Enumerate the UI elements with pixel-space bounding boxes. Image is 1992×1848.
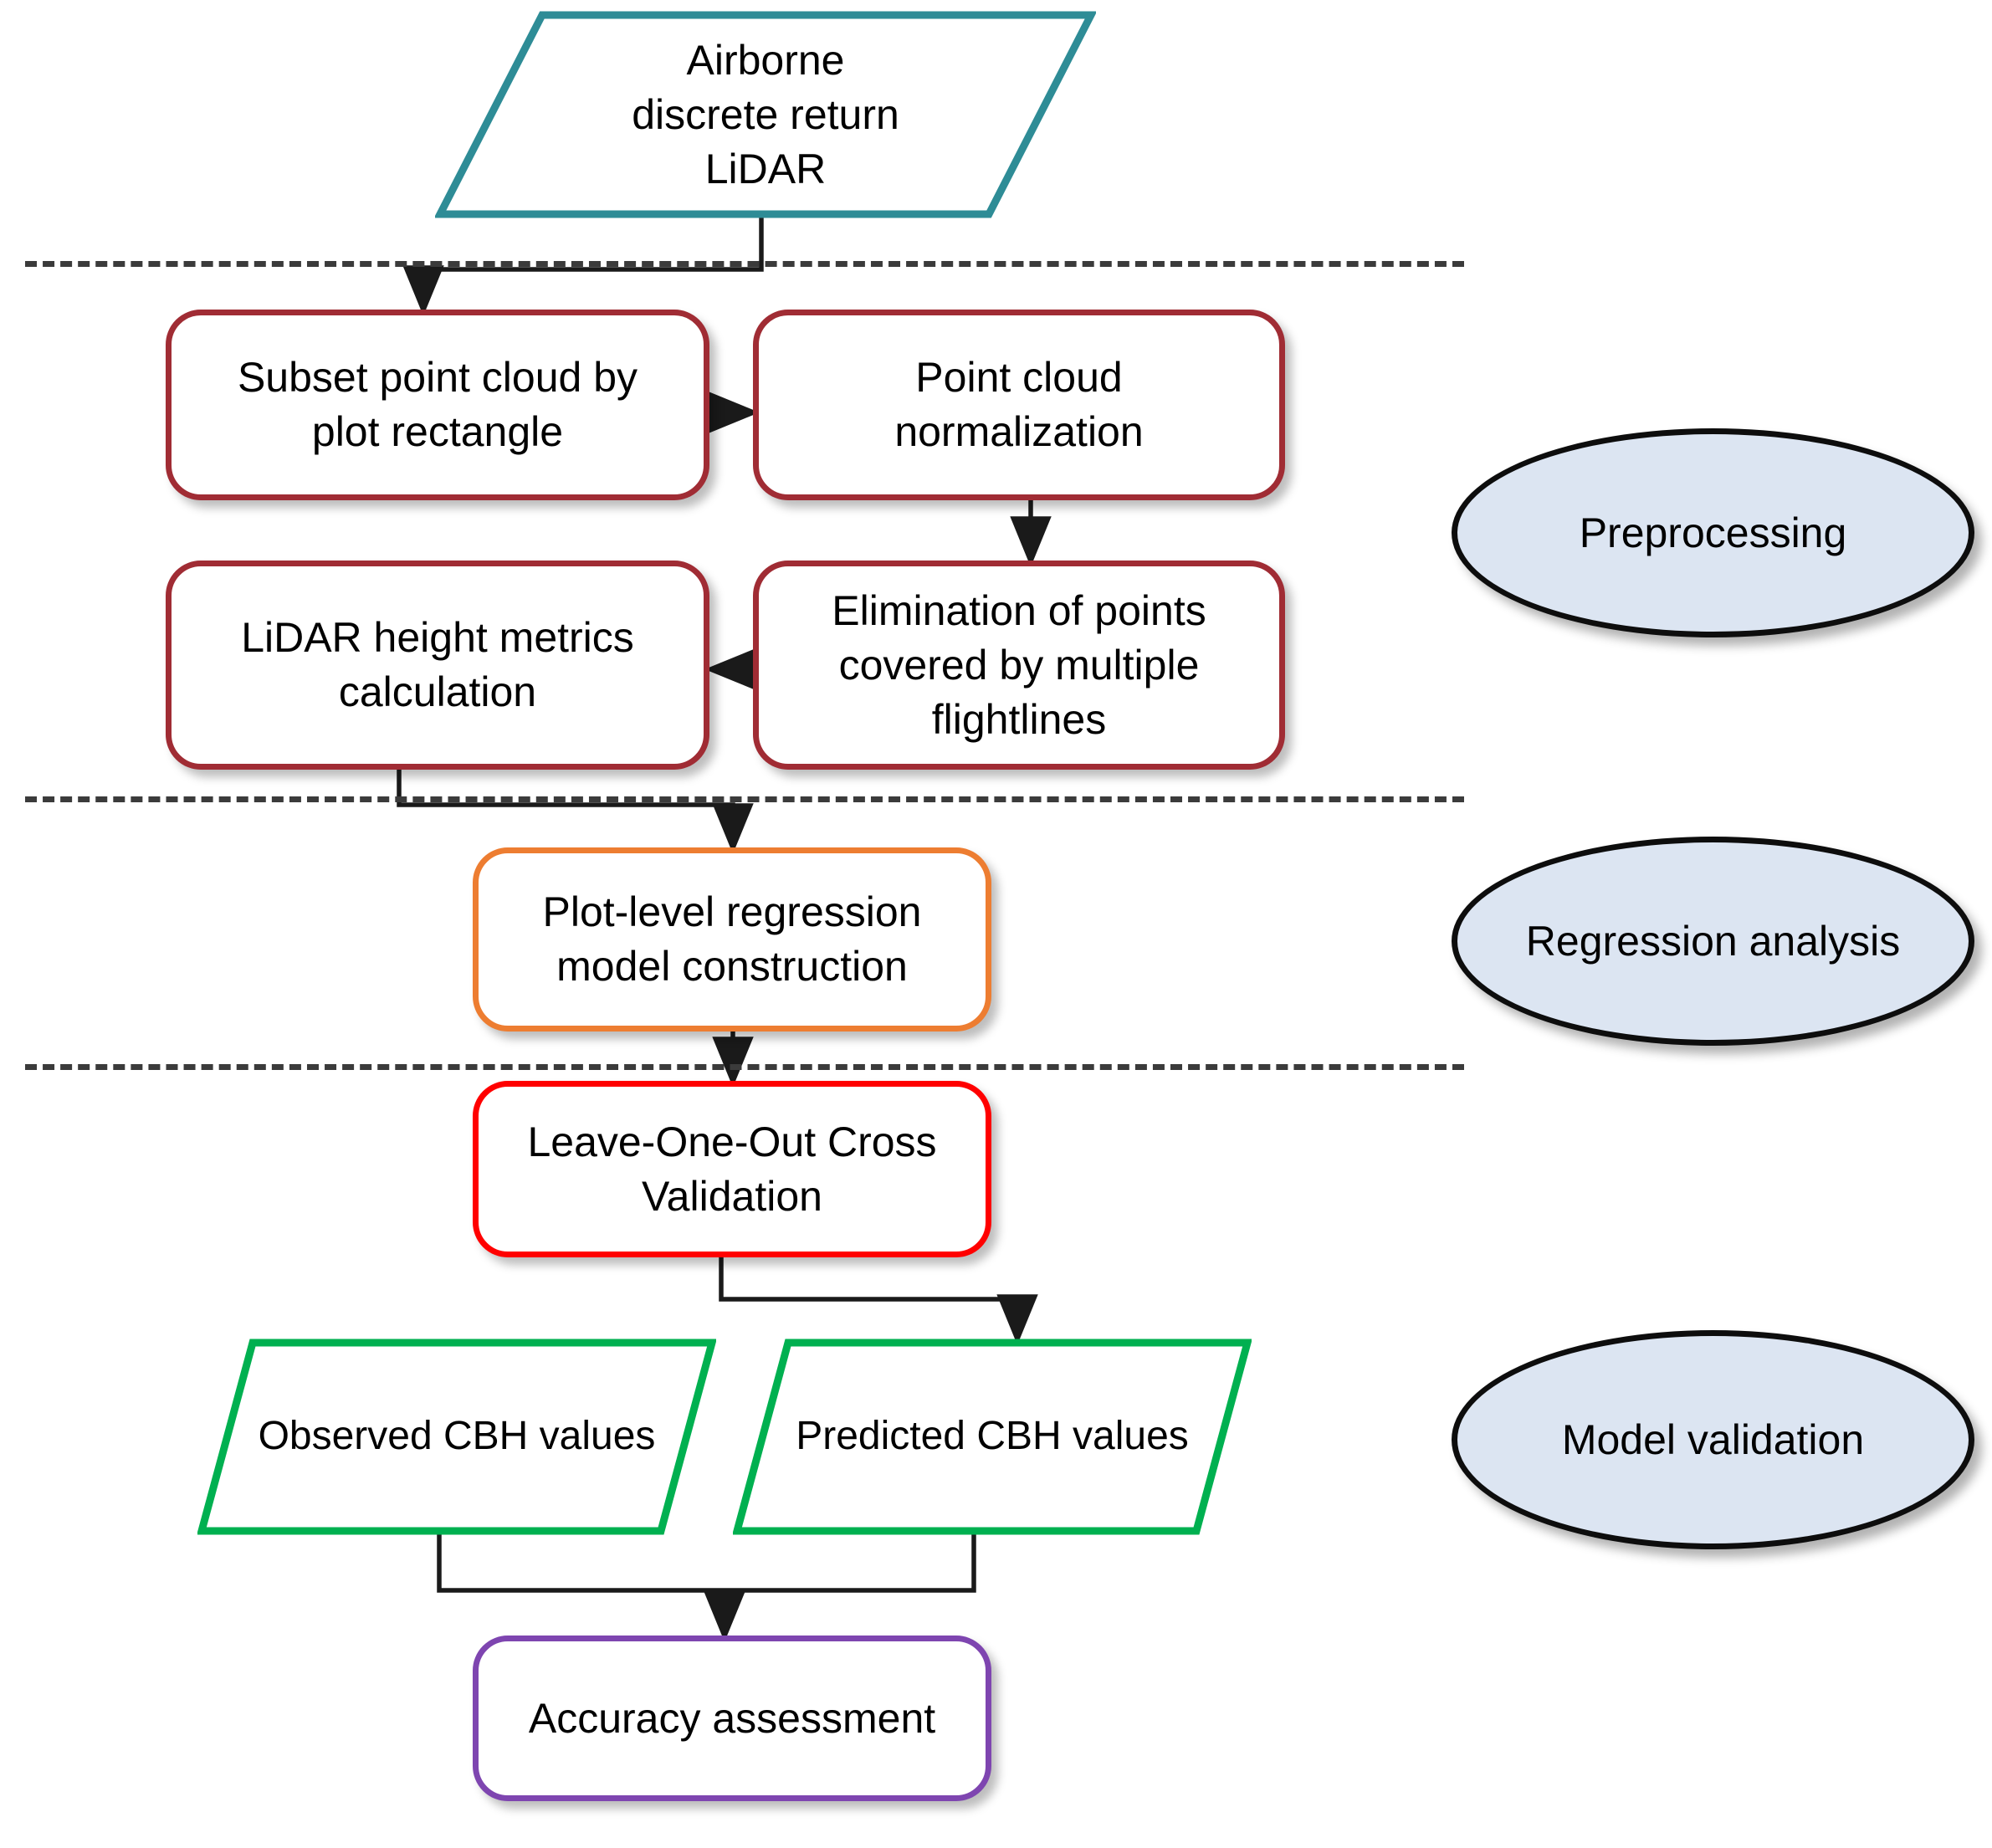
node-subset-point-cloud-label: Subset point cloud by plot rectangle xyxy=(221,351,654,459)
label-line: Validation xyxy=(642,1172,822,1220)
stage-label-model-validation[interactable]: Model validation xyxy=(1452,1330,1974,1549)
label-line: normalization xyxy=(894,408,1144,455)
node-height-metrics[interactable]: LiDAR height metrics calculation xyxy=(166,561,709,770)
node-elimination-points-label: Elimination of points covered by multipl… xyxy=(815,584,1222,747)
label-line: model construction xyxy=(556,943,908,990)
label-line: Plot-level regression xyxy=(542,888,922,935)
node-predicted-cbh-label: Predicted CBH values xyxy=(796,1414,1189,1459)
label-line: Leave-One-Out Cross xyxy=(527,1118,937,1165)
label-line: Airborne xyxy=(686,36,845,84)
node-height-metrics-label: LiDAR height metrics calculation xyxy=(224,611,651,719)
node-elimination-points[interactable]: Elimination of points covered by multipl… xyxy=(753,561,1285,770)
label-line: plot rectangle xyxy=(311,408,564,455)
parallelogram-shape-observed xyxy=(197,1339,716,1535)
node-loocv-label: Leave-One-Out Cross Validation xyxy=(510,1115,953,1224)
label-line: flightlines xyxy=(931,695,1107,743)
node-input-lidar[interactable]: Airborne discrete return LiDAR xyxy=(435,10,1096,219)
stage-label-regression-analysis-text: Regression analysis xyxy=(1525,917,1901,965)
node-regression-model[interactable]: Plot-level regression model construction xyxy=(473,847,991,1032)
stage-label-preprocessing[interactable]: Preprocessing xyxy=(1452,428,1974,637)
node-observed-cbh-label: Observed CBH values xyxy=(258,1414,656,1459)
label-line: LiDAR xyxy=(704,145,827,192)
divider-preprocessing-top xyxy=(25,261,1464,267)
node-regression-model-label: Plot-level regression model construction xyxy=(526,885,939,994)
edge-loocv-to-predicted xyxy=(719,1257,1038,1345)
node-predicted-cbh[interactable]: Predicted CBH values xyxy=(733,1339,1252,1535)
parallelogram-shape-input xyxy=(435,11,1096,218)
node-input-lidar-label: Airborne discrete return LiDAR xyxy=(435,33,1096,197)
label-line: Elimination of points xyxy=(832,586,1206,634)
parallelogram-shape-predicted xyxy=(733,1339,1252,1535)
label-line: Point cloud xyxy=(915,354,1123,401)
node-point-cloud-normalization-label: Point cloud normalization xyxy=(878,351,1160,459)
node-subset-point-cloud[interactable]: Subset point cloud by plot rectangle xyxy=(166,310,709,500)
stage-label-preprocessing-text: Preprocessing xyxy=(1579,509,1847,556)
label-line: calculation xyxy=(338,668,537,715)
edge-merge-bar xyxy=(437,1533,976,1593)
node-observed-cbh[interactable]: Observed CBH values xyxy=(197,1339,716,1535)
node-accuracy-assessment[interactable]: Accuracy assessment xyxy=(473,1636,991,1801)
node-loocv[interactable]: Leave-One-Out Cross Validation xyxy=(473,1081,991,1257)
node-point-cloud-normalization[interactable]: Point cloud normalization xyxy=(753,310,1285,500)
label-line: Subset point cloud by xyxy=(237,354,638,401)
node-accuracy-assessment-label: Accuracy assessment xyxy=(528,1694,936,1742)
divider-validation-top xyxy=(25,1064,1464,1070)
stage-label-regression-analysis[interactable]: Regression analysis xyxy=(1452,837,1974,1046)
label-line: LiDAR height metrics xyxy=(241,614,634,661)
divider-regression-top xyxy=(25,796,1464,802)
edge-metrics-to-regression xyxy=(397,770,754,854)
stage-label-model-validation-text: Model validation xyxy=(1561,1415,1865,1463)
label-line: discrete return xyxy=(632,90,899,138)
label-line: covered by multiple xyxy=(838,641,1200,689)
